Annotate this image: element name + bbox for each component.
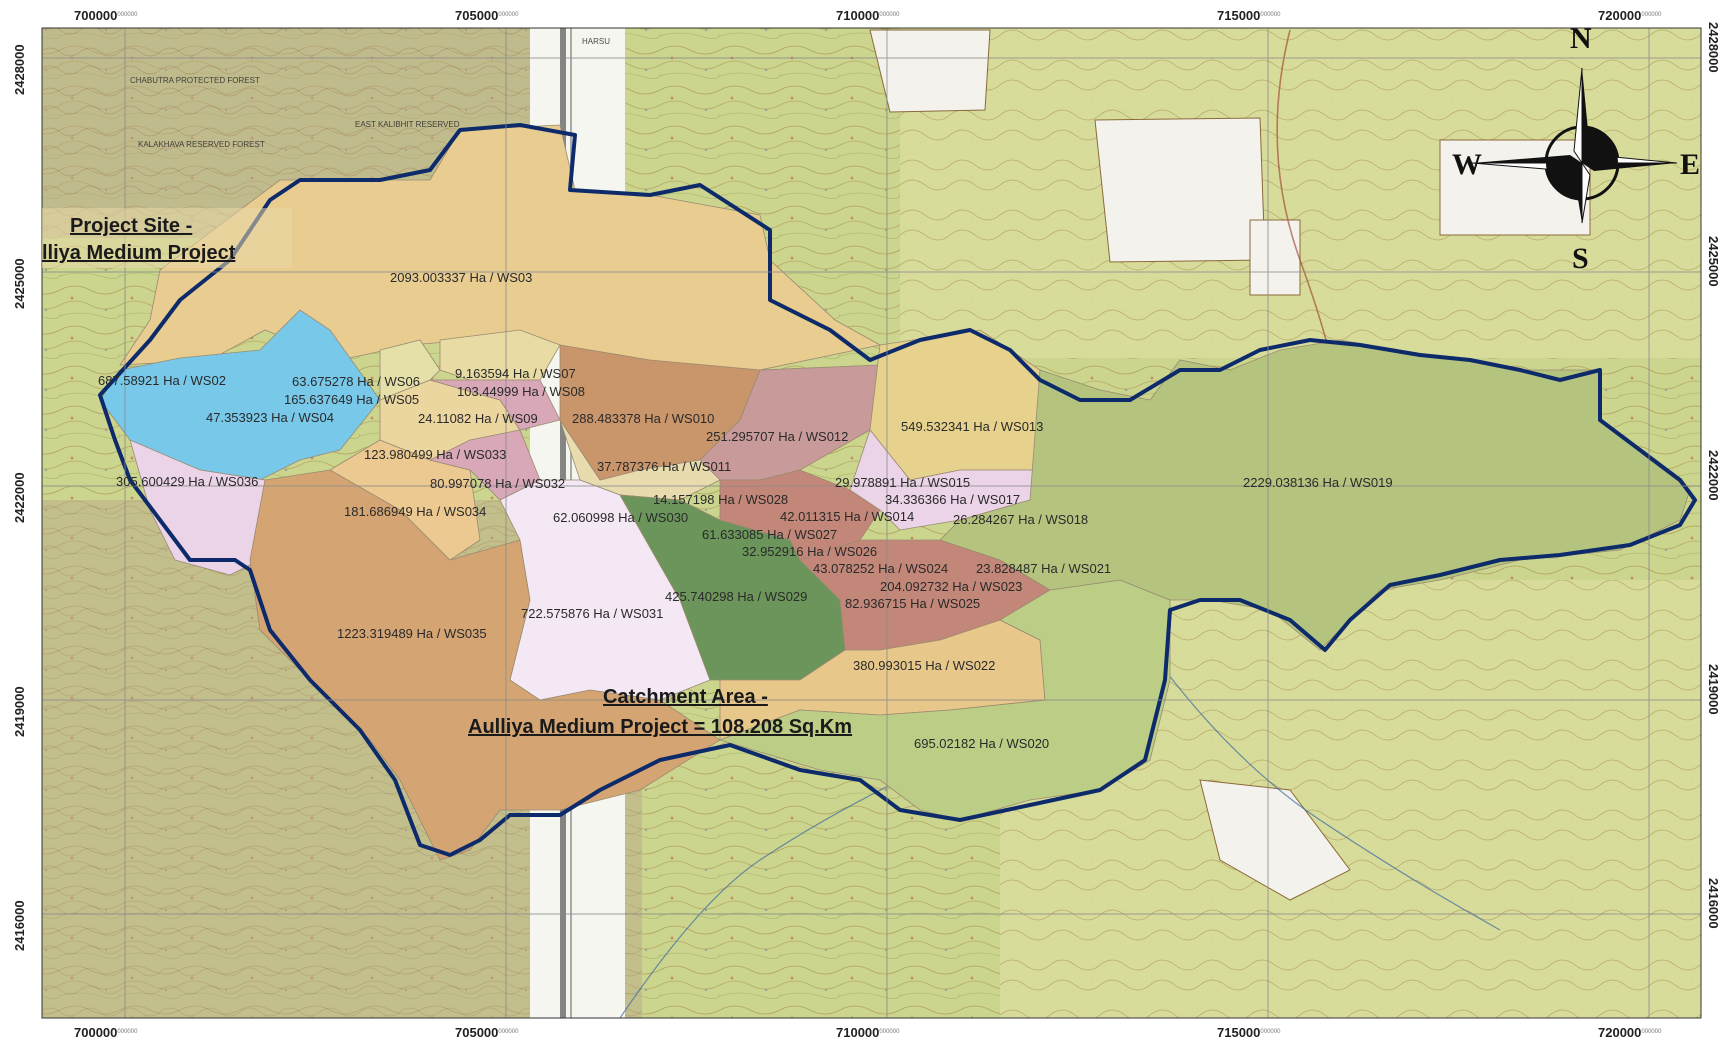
ws019-polygon (939, 339, 1691, 651)
y-tick-label: 2416000 (12, 900, 27, 951)
ws022-label: 380.993015 Ha / WS022 (853, 658, 995, 673)
topo-labels: CHABUTRA PROTECTED FOREST EAST KALIBHIT … (130, 37, 610, 149)
ws011-label: 37.787376 Ha / WS011 (597, 459, 731, 474)
y-tick-label: 2419000 (1706, 664, 1721, 715)
project-site-label: Project Site - lliya Medium Project (42, 208, 292, 268)
y-axis-right: 2428000 2425000 2422000 2419000 2416000 (1706, 22, 1721, 929)
x-axis-top: 700000000000 705000000000 710000000000 7… (74, 8, 1662, 23)
ws024-label: 43.078252 Ha / WS024 (813, 561, 948, 576)
topo-label: EAST KALIBHIT RESERVED (355, 120, 460, 129)
ws027-polygon (719, 469, 881, 561)
y-tick-label: 2428000 (1706, 22, 1721, 73)
river-1 (619, 779, 901, 1019)
project-site-line1: Project Site - (70, 215, 192, 237)
subwatershed-labels: 2093.003337 Ha / WS03 687.58921 Ha / WS0… (98, 270, 1393, 751)
ws07-label: 9.163594 Ha / WS07 (455, 366, 576, 381)
catchment-title: Catchment Area - Aulliya Medium Project … (468, 686, 852, 738)
x-tick-label: 700000000000 (74, 1025, 138, 1040)
ws030-label: 62.060998 Ha / WS030 (553, 510, 688, 525)
grid (42, 28, 1701, 1018)
ws015-label: 29.978891 Ha / WS015 (835, 475, 970, 490)
ws025-label: 82.936715 Ha / WS025 (845, 596, 980, 611)
y-axis-left: 2428000 2425000 2422000 2419000 2416000 (12, 44, 27, 951)
compass-south: S (1572, 242, 1589, 275)
ws02-label: 687.58921 Ha / WS02 (98, 373, 226, 388)
compass-rose: N S W E (1452, 22, 1700, 275)
x-tick-label: 720000000000 (1598, 8, 1662, 23)
project-site-line2: lliya Medium Project (42, 242, 236, 264)
catchment-title-line2: Aulliya Medium Project = 108.208 Sq.Km (468, 716, 852, 738)
y-tick-label: 2425000 (12, 258, 27, 309)
ws023-label: 204.092732 Ha / WS023 (880, 579, 1022, 594)
ws035-label: 1223.319489 Ha / WS035 (337, 626, 487, 641)
clearing-1 (1094, 117, 1266, 263)
x-tick-label: 710000000000 (836, 8, 900, 23)
ws033-label: 123.980499 Ha / WS033 (364, 447, 506, 462)
ws029-label: 425.740298 Ha / WS029 (665, 589, 807, 604)
x-tick-label: 700000000000 (74, 8, 138, 23)
x-axis-bottom: 700000000000 705000000000 710000000000 7… (74, 1025, 1662, 1040)
ws031-label: 722.575876 Ha / WS031 (521, 606, 663, 621)
ws017-label: 34.336366 Ha / WS017 (885, 492, 1020, 507)
ws019-label: 2229.038136 Ha / WS019 (1243, 475, 1393, 490)
ws05-polygon (379, 339, 441, 401)
ws021-label: 23.828487 Ha / WS021 (976, 561, 1111, 576)
x-tick-label: 705000000000 (455, 8, 519, 23)
ws04-label: 47.353923 Ha / WS04 (206, 410, 334, 425)
y-tick-label: 2428000 (12, 44, 27, 95)
ws027-label: 61.633085 Ha / WS027 (702, 527, 837, 542)
ws012-label: 251.295707 Ha / WS012 (706, 429, 848, 444)
ws03-label: 2093.003337 Ha / WS03 (390, 270, 532, 285)
ws020-label: 695.02182 Ha / WS020 (914, 736, 1049, 751)
x-tick-label: 720000000000 (1598, 1025, 1662, 1040)
clearing-2 (1249, 219, 1301, 296)
y-tick-label: 2416000 (1706, 878, 1721, 929)
ws014-label: 42.011315 Ha / WS014 (780, 509, 914, 524)
topo-label: CHABUTRA PROTECTED FOREST (130, 76, 260, 85)
map-border (41, 27, 1702, 1019)
x-tick-label: 710000000000 (836, 1025, 900, 1040)
catchment-title-line1: Catchment Area - (603, 686, 768, 708)
subwatersheds (99, 124, 1691, 861)
compass-east: E (1680, 148, 1700, 181)
ws05-label: 165.637649 Ha / WS05 (284, 392, 419, 407)
y-tick-label: 2419000 (12, 686, 27, 737)
ws018-label: 26.284267 Ha / WS018 (953, 512, 1088, 527)
ws026-label: 32.952916 Ha / WS026 (742, 544, 877, 559)
ws06-label: 63.675278 Ha / WS06 (292, 374, 420, 389)
x-tick-label: 705000000000 (455, 1025, 519, 1040)
compass-west: W (1452, 148, 1482, 181)
catchment-boundary (98, 123, 1697, 857)
ws036-label: 305.600429 Ha / WS036 (116, 474, 258, 489)
y-tick-label: 2425000 (1706, 236, 1721, 287)
clearing-3 (869, 29, 991, 113)
ws034-label: 181.686949 Ha / WS034 (344, 504, 486, 519)
ws09-label: 24.11082 Ha / WS09 (418, 411, 538, 426)
ws013-label: 549.532341 Ha / WS013 (901, 419, 1043, 434)
river-2 (1149, 649, 1501, 931)
topo-label: HARSU (582, 37, 610, 46)
x-tick-label: 715000000000 (1217, 8, 1281, 23)
topo-label: KALAKHAVA RESERVED FOREST (138, 140, 265, 149)
clearing-5 (1199, 779, 1351, 901)
x-tick-label: 715000000000 (1217, 1025, 1281, 1040)
ws032-label: 80.997078 Ha / WS032 (430, 476, 565, 491)
y-tick-label: 2422000 (1706, 450, 1721, 501)
ws010-label: 288.483378 Ha / WS010 (572, 411, 714, 426)
y-tick-label: 2422000 (12, 472, 27, 523)
ws028-label: 14.157198 Ha / WS028 (653, 492, 788, 507)
ws08-label: 103.44999 Ha / WS08 (457, 384, 585, 399)
compass-north: N (1570, 22, 1592, 55)
